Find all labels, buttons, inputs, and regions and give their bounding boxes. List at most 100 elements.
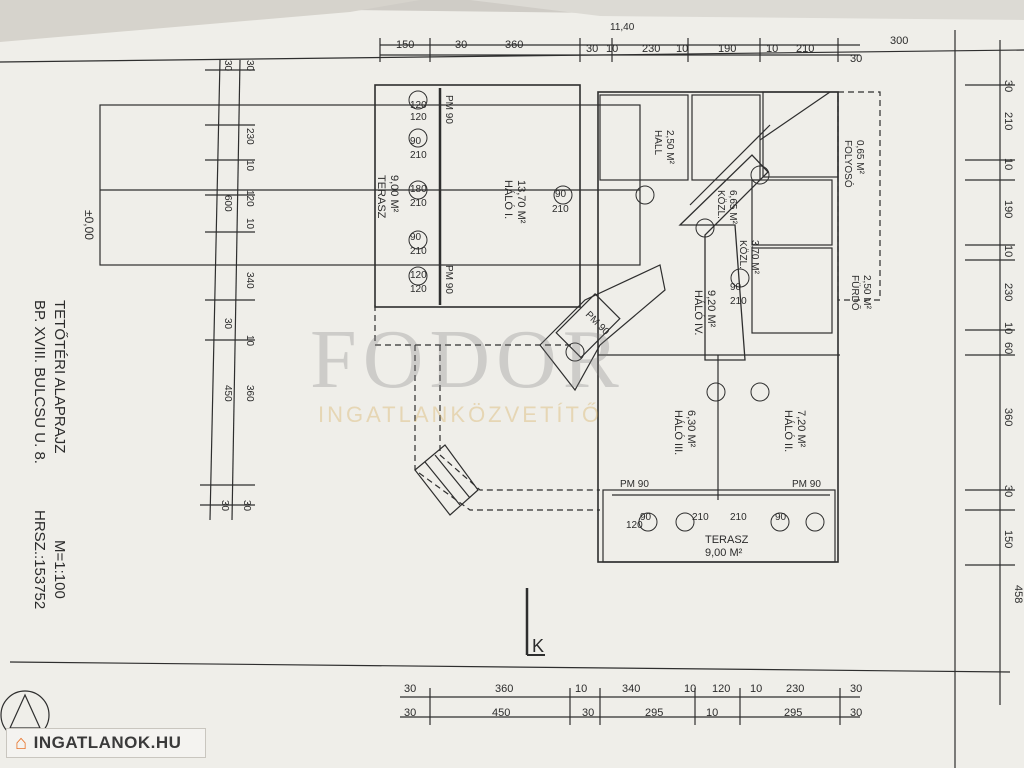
dim-left: 30	[219, 500, 230, 512]
dim-bottom: 10	[750, 683, 762, 695]
dim-left: 30	[244, 60, 255, 72]
dim-right: 360	[1002, 408, 1014, 426]
opening-label: 120	[626, 520, 643, 531]
dim-bottom: 230	[786, 683, 804, 695]
dim-right: 60	[1002, 342, 1014, 354]
dim-bottom-2: 30	[850, 707, 862, 719]
opening-label: 120	[410, 100, 427, 111]
room-area-halo-4: 9,20 M²	[705, 290, 717, 328]
dim-left: 340	[244, 272, 255, 289]
dim-left: 230	[244, 128, 255, 145]
room-name-terasz-1: TERASZ	[375, 175, 387, 219]
opening-label: 90	[775, 512, 787, 523]
sheet-scale: M=1:100	[51, 540, 68, 599]
pm-label: PM 90	[583, 309, 612, 338]
dim-top: 150	[396, 39, 414, 51]
dim-bottom-2: 295	[645, 707, 663, 719]
pm-label: PM 90	[792, 479, 821, 490]
dim-top: 10	[676, 43, 688, 55]
dim-top: 360	[505, 39, 523, 51]
dim-left: 360	[244, 385, 255, 402]
room-area-halo-2: 7,20 M²	[795, 410, 807, 448]
opening-label: 210	[410, 246, 427, 257]
dim-top: 10	[606, 43, 618, 55]
room-name-furdo: FÜRDŐ	[849, 275, 863, 311]
opening-label: 210	[410, 150, 427, 161]
dim-top: 300	[890, 35, 908, 47]
dim-right: 190	[1002, 200, 1014, 218]
sheet-lot-number: HRSZ.:153752	[31, 510, 48, 609]
room-area-halo-1: 13,70 M²	[515, 180, 527, 224]
room-name-halo-2: HÁLÓ II.	[782, 410, 795, 452]
dim-bottom: 10	[575, 683, 587, 695]
room-area-kozl-1: 6,65 M²	[727, 190, 738, 225]
elevation-label: ±0,00	[82, 210, 96, 240]
dim-right: 10	[1002, 322, 1014, 334]
opening-label: 90	[410, 136, 422, 147]
dim-top: 230	[642, 43, 660, 55]
dim-bottom-2: 10	[706, 707, 718, 719]
dim-right: 150	[1002, 530, 1014, 548]
opening-label: 210	[730, 512, 747, 523]
dim-left: 30	[222, 318, 233, 330]
opening-label: 180	[410, 184, 427, 195]
dim-top: 10	[766, 43, 778, 55]
room-name-hall: HALL	[652, 130, 663, 155]
dim-left: 30	[241, 500, 252, 512]
dim-left: 10	[244, 160, 255, 172]
opening-label: 120	[410, 112, 427, 123]
room-area-folyoso: 0,65 M²	[854, 140, 865, 175]
opening-label: 90	[410, 232, 422, 243]
dim-bottom-2: 450	[492, 707, 510, 719]
room-name-folyoso: FOLYOSÓ	[842, 140, 855, 188]
dim-left: 10	[244, 335, 255, 347]
opening-label: 90	[730, 282, 742, 293]
dim-bottom: 340	[622, 683, 640, 695]
opening-label: 210	[552, 204, 569, 215]
dim-bottom-2: 30	[582, 707, 594, 719]
room-area-halo-3: 6,30 M²	[685, 410, 697, 448]
ingatlanok-logo-badge[interactable]: ⌂ INGATLANOK.HU	[6, 728, 206, 758]
room-area-hall: 2,50 M²	[664, 130, 675, 165]
dim-bottom-2: 30	[404, 707, 416, 719]
room-area-kozl-2: 3,70 M²	[749, 240, 760, 275]
dim-bottom: 30	[404, 683, 416, 695]
room-name-halo-3: HÁLÓ III.	[672, 410, 685, 455]
dim-right: 30	[1002, 485, 1014, 497]
dim-bottom: 360	[495, 683, 513, 695]
north-mark-letter: K	[532, 636, 544, 656]
opening-label: 120	[410, 270, 427, 281]
dim-bottom-2: 295	[784, 707, 802, 719]
logo-text: INGATLANOK.HU	[33, 733, 182, 752]
dim-right: 458	[1012, 585, 1024, 603]
dim-right: 30	[1002, 80, 1014, 92]
dim-bottom: 120	[712, 683, 730, 695]
room-name-halo-4: HÁLÓ IV.	[692, 290, 705, 335]
dim-top: 30	[850, 53, 862, 65]
dim-left: 120	[244, 190, 255, 207]
sheet-title-line2: TETŐTÉRI ALAPRAJZ	[51, 300, 68, 453]
dim-top: 210	[796, 43, 814, 55]
dim-right: 10	[1002, 158, 1014, 170]
opening-label: 120	[410, 284, 427, 295]
dim-left: 10	[244, 218, 255, 230]
dim-top: 30	[455, 39, 467, 51]
opening-label: 90	[555, 189, 567, 200]
pm-label: PM 90	[443, 95, 454, 124]
opening-label: 210	[410, 198, 427, 209]
dim-left: 600	[222, 195, 233, 212]
room-name-kozl-1: KÖZL.	[715, 190, 727, 219]
opening-label: 90	[640, 512, 652, 523]
dim-left: 450	[222, 385, 233, 402]
house-logo-icon: ⌂	[15, 731, 28, 754]
dim-left: 30	[222, 60, 233, 72]
sheet-title-line1: BP. XVIII. BULCSU U. 8.	[31, 300, 48, 464]
dim-right: 230	[1002, 283, 1014, 301]
pm-label: PM 90	[443, 265, 454, 294]
room-area-terasz-2: 9,00 M²	[705, 547, 743, 559]
pm-label: PM 90	[620, 479, 649, 490]
room-area-furdo: 2,50 M²	[861, 275, 872, 310]
dim-right: 10	[1002, 245, 1014, 257]
